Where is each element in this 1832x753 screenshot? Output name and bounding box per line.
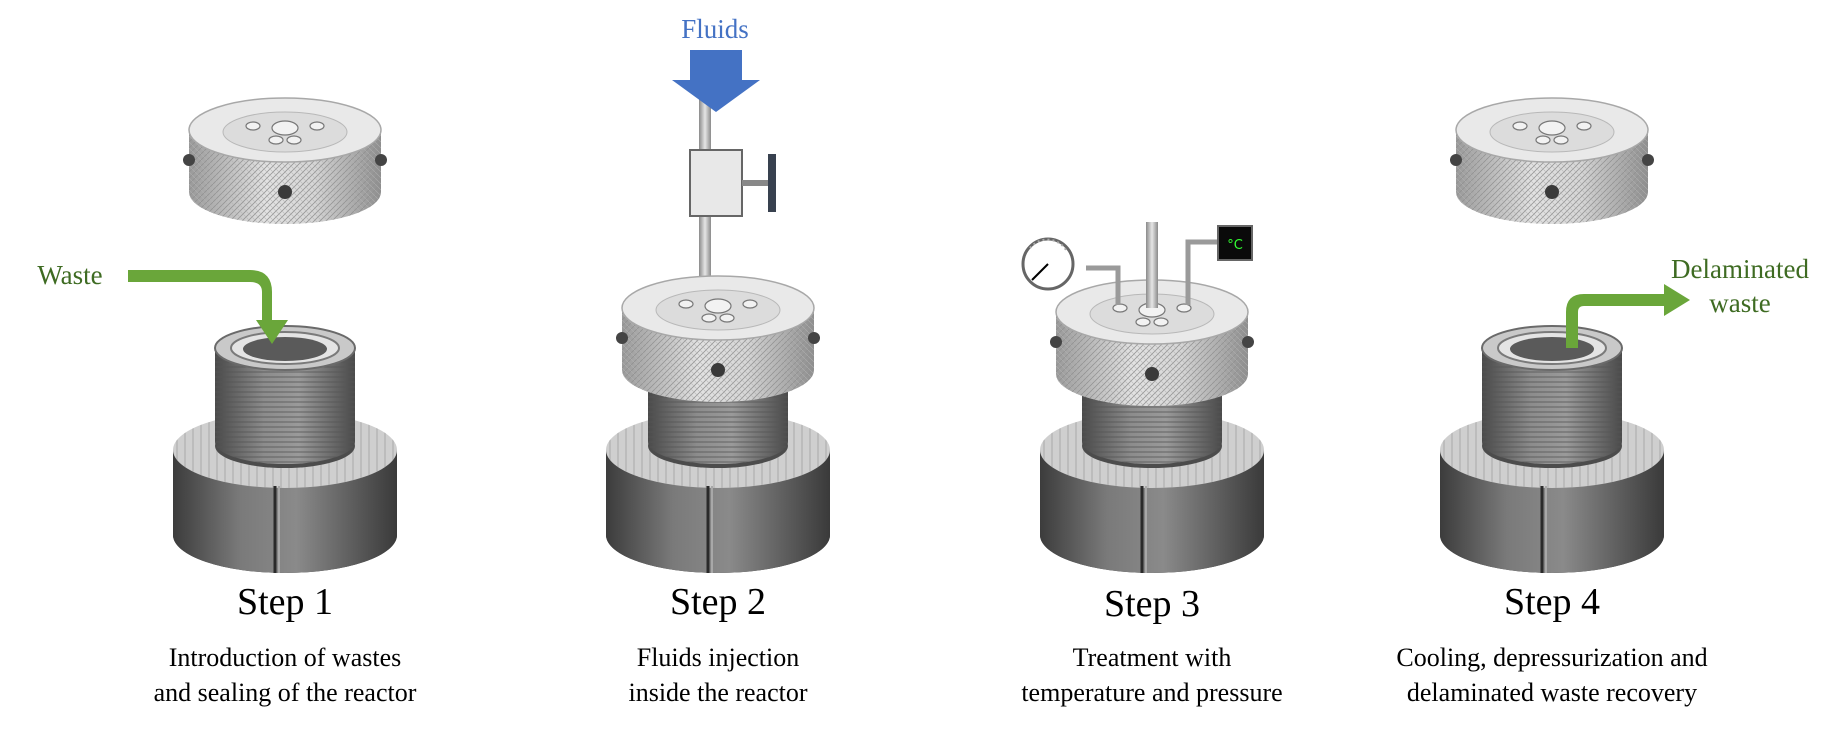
step1-figure: [128, 97, 399, 575]
waste-outflow-arrow: [1566, 284, 1690, 348]
step1-lid: [182, 97, 388, 225]
step4-lid: [1449, 97, 1655, 225]
step4-title: Step 4: [1503, 581, 1601, 623]
step2-desc-line2: inside the reactor: [628, 678, 808, 707]
step1-desc-line2: and sealing of the reactor: [153, 678, 417, 707]
step3-center-pipe: [1146, 222, 1158, 308]
gauge-pipe: [1086, 265, 1121, 305]
waste-inflow-arrow: [128, 270, 288, 344]
step2-desc-line1: Fluids injection: [636, 643, 800, 672]
step3-figure: °C: [1021, 222, 1266, 575]
waste-label: Waste: [37, 260, 103, 290]
delaminated-label-line1: Delaminated: [1671, 254, 1809, 284]
valve-icon: [689, 149, 776, 217]
temp-unit-text: °C: [1227, 238, 1243, 253]
step2-lid: [615, 275, 821, 403]
step4-reactor-body: [1481, 325, 1623, 465]
step1-reactor-body: [214, 325, 356, 465]
sensor-wire: [1185, 239, 1218, 305]
step3-desc-line2: temperature and pressure: [1021, 678, 1283, 707]
step1-title: Step 1: [236, 581, 334, 623]
step2-figure: [604, 50, 832, 575]
temperature-display-icon: °C: [1217, 225, 1253, 261]
delaminated-waste-label: Delaminated waste: [1660, 252, 1820, 320]
delaminated-label-line2: waste: [1709, 288, 1771, 318]
fluids-inflow-arrow: [672, 50, 760, 112]
step3-desc-line1: Treatment with: [1072, 643, 1232, 672]
step2-title: Step 2: [669, 581, 767, 623]
step2-description: Fluids injection inside the reactor: [508, 640, 928, 710]
step4-figure: [1438, 97, 1690, 575]
step1-description: Introduction of wastes and sealing of th…: [75, 640, 495, 710]
fluids-label: Fluids: [681, 14, 749, 44]
step4-desc-line1: Cooling, depressurization and: [1396, 643, 1708, 672]
pressure-gauge-icon: [1021, 237, 1075, 291]
step4-desc-line2: delaminated waste recovery: [1406, 678, 1698, 707]
step3-description: Treatment with temperature and pressure: [942, 640, 1362, 710]
step1-desc-line1: Introduction of wastes: [168, 643, 402, 672]
step4-description: Cooling, depressurization and delaminate…: [1342, 640, 1762, 710]
step3-title: Step 3: [1103, 583, 1201, 625]
